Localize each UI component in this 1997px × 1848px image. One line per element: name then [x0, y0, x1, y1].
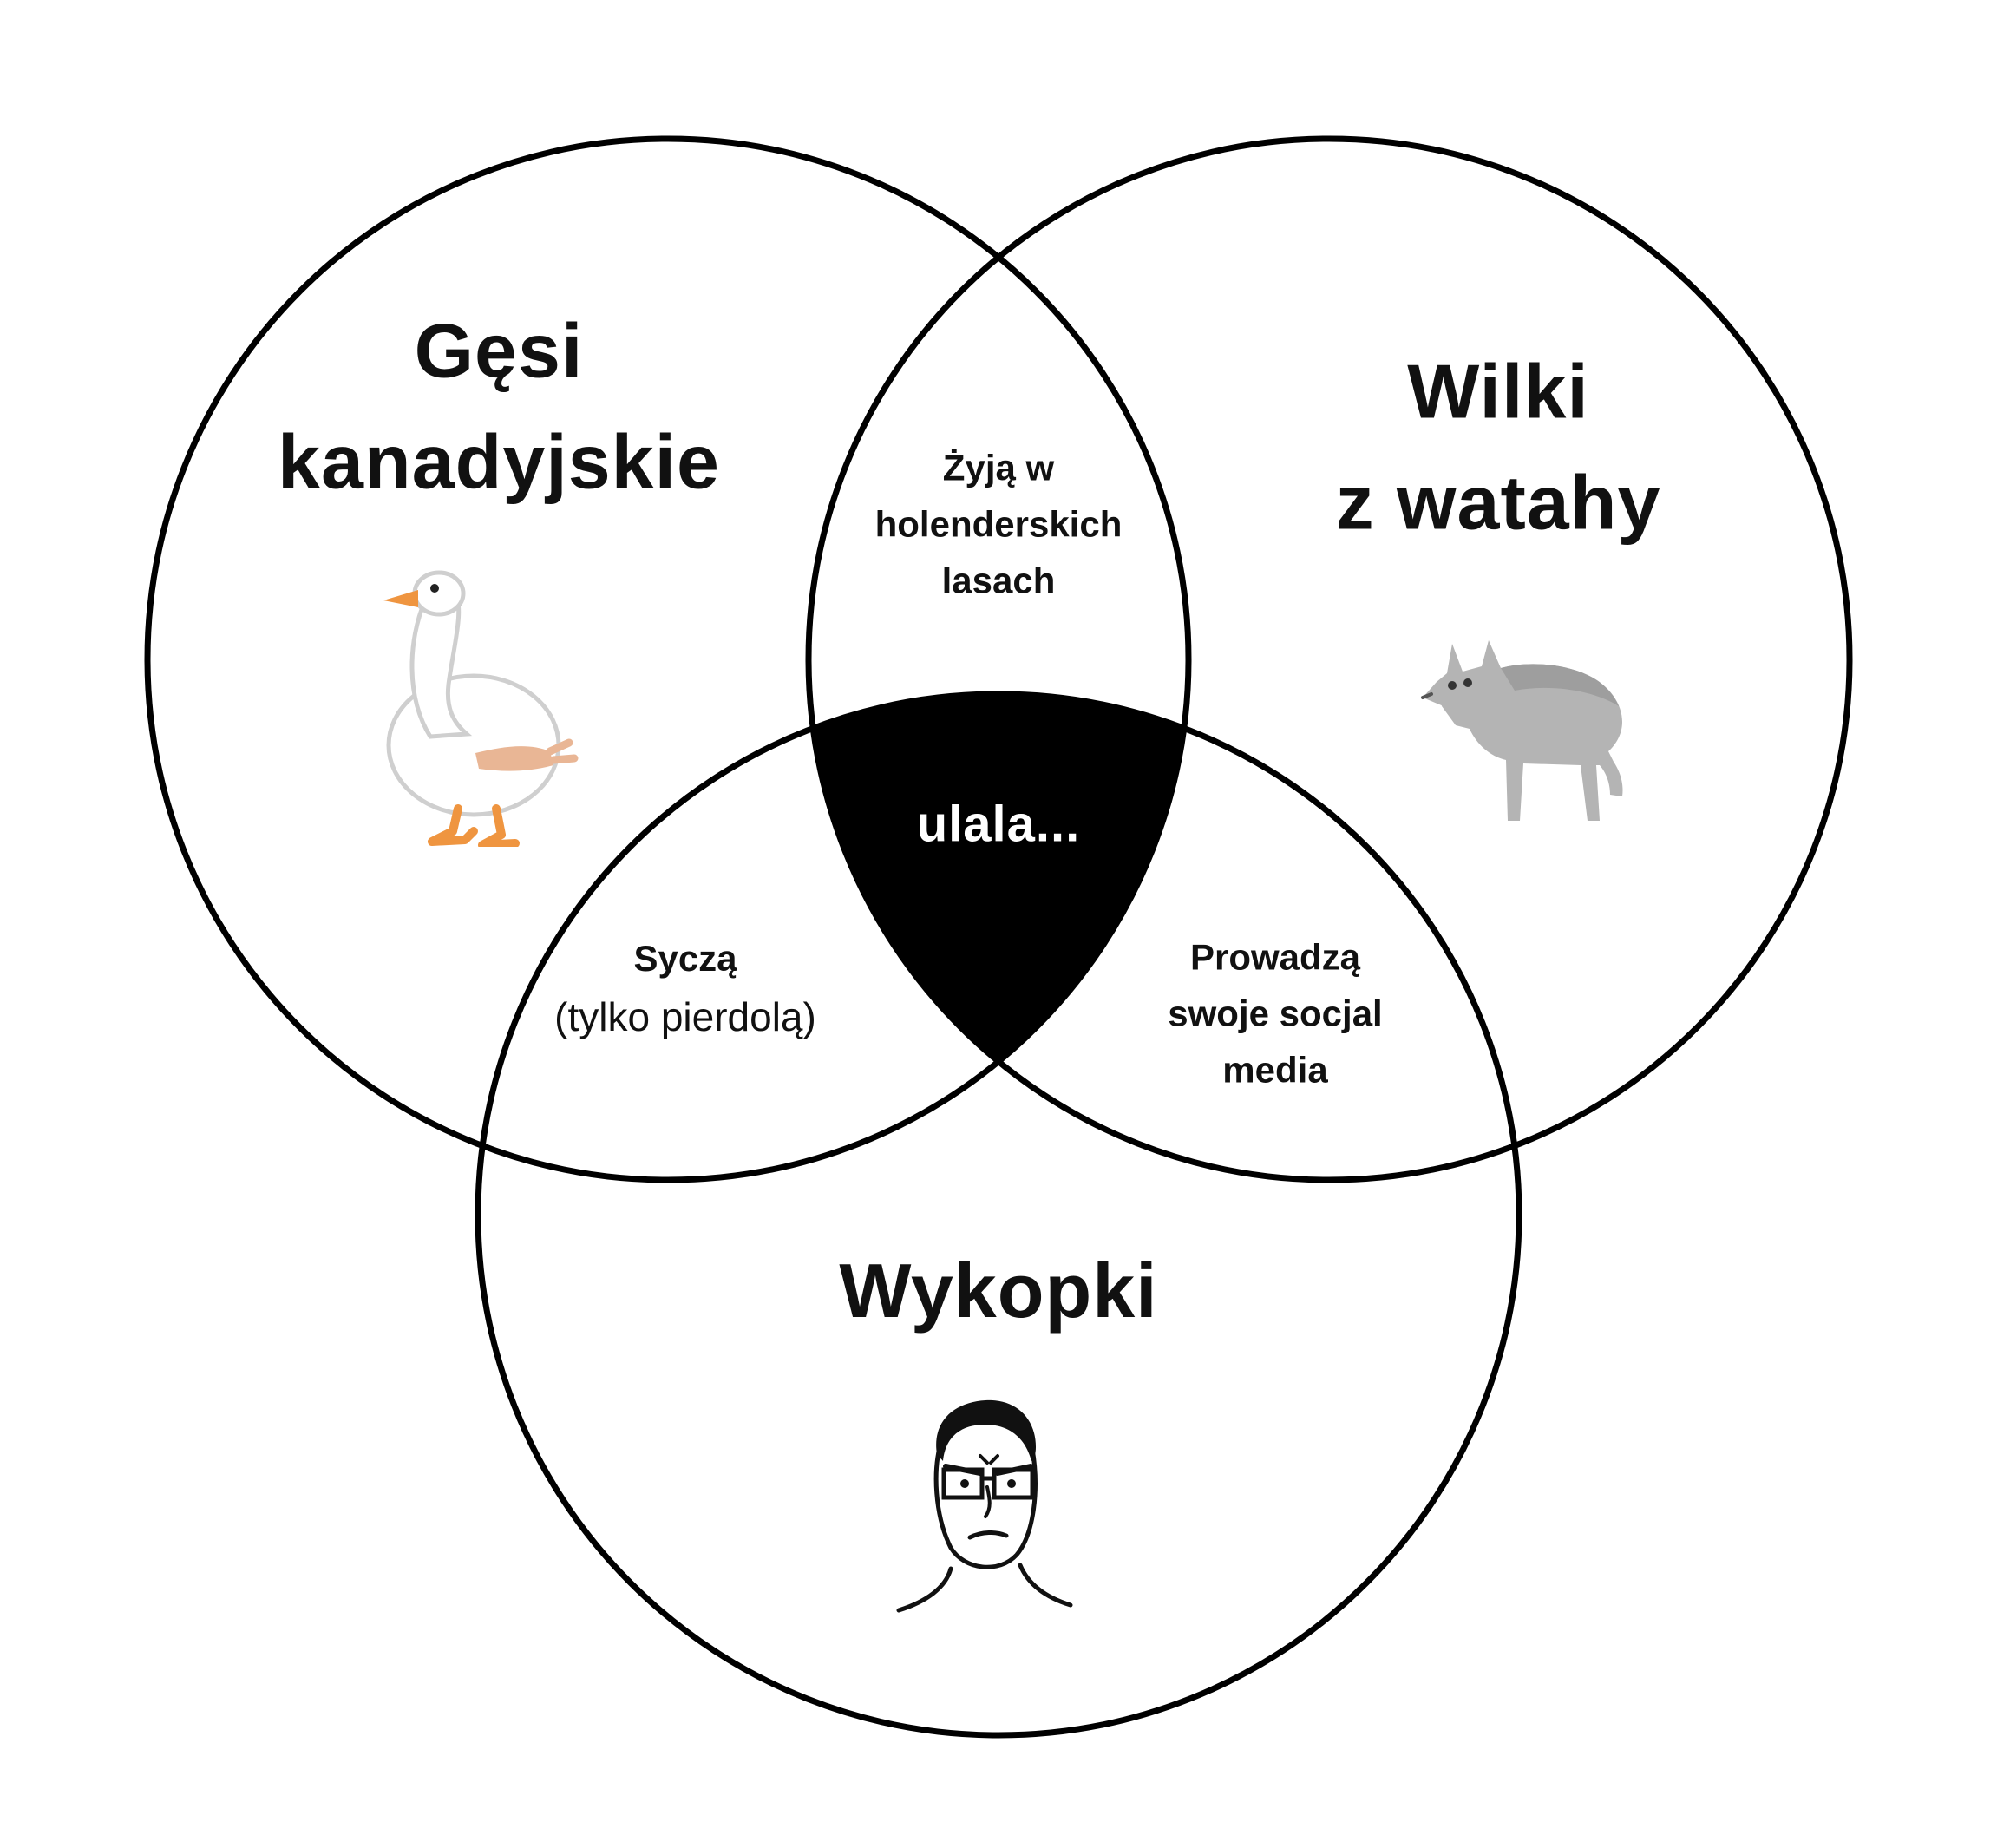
circle-geese: [144, 135, 1192, 1183]
wojak-image: [896, 1399, 1073, 1613]
intersection-wolves-wykopki-line1: Prowadzą: [1189, 936, 1361, 978]
intersection-geese-wolves-line2: holenderskich: [874, 503, 1123, 545]
set-label-geese: Gęsi kanadyjskie: [278, 295, 720, 516]
set-label-wykopki: Wykopki: [839, 1248, 1158, 1334]
intersection-wolves-wykopki-line3: media: [1222, 1049, 1328, 1091]
intersection-geese-wykopki-line2: (tylko pierdolą): [554, 993, 816, 1039]
intersection-geese-wykopki: Syczą (tylko pierdolą): [554, 930, 816, 1048]
set-label-wolves-line1: Wilki: [1407, 348, 1589, 435]
circle-wykopki: [475, 691, 1522, 1739]
wolf-image: [1421, 640, 1623, 821]
intersection-geese-wolves: Żyją w holenderskich lasach: [875, 439, 1123, 608]
set-label-wolves-line2: z watahy: [1335, 459, 1661, 545]
circle-wolves: [805, 135, 1853, 1183]
set-label-geese-line2: kanadyjskie: [278, 418, 720, 504]
intersection-all-label: ulala...: [916, 796, 1081, 853]
goose-image: [383, 570, 579, 847]
intersection-wolves-wykopki-line2: swoje socjal: [1168, 993, 1383, 1034]
intersection-geese-wolves-line3: lasach: [941, 560, 1056, 601]
intersection-geese-wykopki-line1: Syczą: [633, 937, 737, 979]
set-label-wolves: Wilki z watahy: [1336, 336, 1661, 557]
set-label-geese-line1: Gęsi: [414, 307, 584, 394]
intersection-geese-wolves-line1: Żyją w: [942, 447, 1055, 488]
intersection-wolves-wykopki: Prowadzą swoje socjal media: [1168, 928, 1382, 1098]
triple-intersection-region: [809, 694, 1188, 1180]
